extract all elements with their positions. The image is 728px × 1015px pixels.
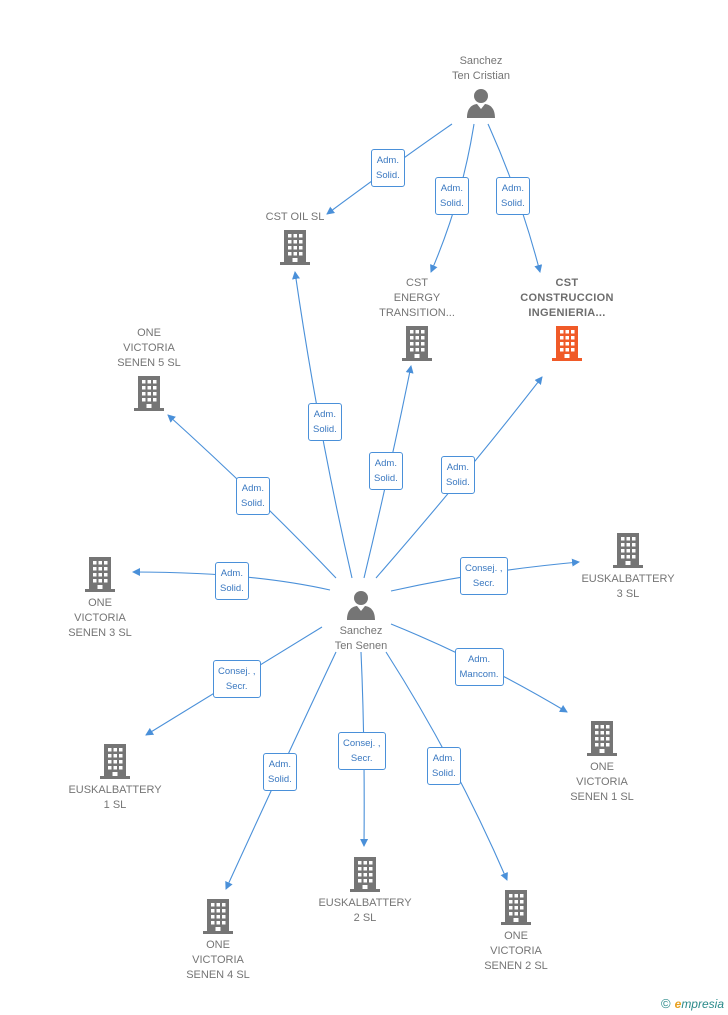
relation-badge[interactable]: Adm. Solid. [308,403,342,441]
relation-badge[interactable]: Adm. Solid. [427,747,461,785]
node-sanchez-ten-cristian[interactable]: Sanchez Ten Cristian [421,54,541,118]
relation-badge[interactable]: Adm. Solid. [496,177,530,215]
building-icon [100,744,130,779]
building-icon [134,376,164,411]
node-label: CST OIL SL [265,211,325,223]
relation-badge[interactable]: Adm. Solid. [371,149,405,187]
building-icon [587,721,617,756]
node-label: CST CONSTRUCCION INGENIERIA... [520,277,614,319]
relation-badge[interactable]: Adm. Solid. [263,753,297,791]
node-eb2[interactable]: EUSKALBATTERY 2 SL [305,856,425,926]
building-icon [85,557,115,592]
copyright-symbol: © [661,996,671,1011]
building-icon [501,890,531,925]
person-icon [347,591,375,620]
relation-badge[interactable]: Consej. , Secr. [213,660,261,698]
node-label: EUSKALBATTERY 2 SL [318,897,412,924]
brand-first-letter: e [674,997,682,1011]
node-label: CST ENERGY TRANSITION... [379,277,455,319]
node-label: ONE VICTORIA SENEN 3 SL [68,597,132,639]
relation-badge[interactable]: Adm. Solid. [369,452,403,490]
node-ovs3[interactable]: ONE VICTORIA SENEN 3 SL [45,556,155,641]
node-cst-oil[interactable]: CST OIL SL [235,210,355,265]
node-label: Sanchez Ten Senen [334,625,388,652]
relation-badge[interactable]: Adm. Solid. [215,562,249,600]
building-icon [552,326,582,361]
node-label: ONE VICTORIA SENEN 5 SL [117,327,181,369]
node-ovs1[interactable]: ONE VICTORIA SENEN 1 SL [547,720,657,805]
building-icon [203,899,233,934]
relation-badge[interactable]: Adm. Solid. [236,477,270,515]
node-ovs5[interactable]: ONE VICTORIA SENEN 5 SL [94,326,204,411]
relation-badge[interactable]: Adm. Mancom. [454,648,504,686]
node-eb3[interactable]: EUSKALBATTERY 3 SL [568,532,688,602]
brand-logo: ©empresia [661,996,724,1011]
brand-name: mpresia [681,997,724,1011]
node-label: ONE VICTORIA SENEN 1 SL [570,761,634,803]
node-sanchez-ten-senen[interactable]: Sanchez Ten Senen [301,590,421,654]
node-label: EUSKALBATTERY 1 SL [68,784,162,811]
node-cst-energy[interactable]: CST ENERGY TRANSITION... [357,276,477,361]
relation-badge[interactable]: Consej. , Secr. [338,732,386,770]
relation-badge[interactable]: Adm. Solid. [441,456,475,494]
building-icon [280,230,310,265]
relation-badge[interactable]: Consej. , Secr. [460,557,508,595]
node-label: EUSKALBATTERY 3 SL [581,573,675,600]
relation-badge[interactable]: Adm. Solid. [435,177,469,215]
node-eb1[interactable]: EUSKALBATTERY 1 SL [55,743,175,813]
building-icon [402,326,432,361]
node-cst-construccion[interactable]: CST CONSTRUCCION INGENIERIA... [502,276,632,361]
node-ovs2[interactable]: ONE VICTORIA SENEN 2 SL [461,889,571,974]
person-icon [467,89,495,118]
building-icon [613,533,643,568]
node-label: ONE VICTORIA SENEN 4 SL [186,939,250,981]
node-ovs4[interactable]: ONE VICTORIA SENEN 4 SL [163,898,273,983]
node-label: ONE VICTORIA SENEN 2 SL [484,930,548,972]
building-icon [350,857,380,892]
node-label: Sanchez Ten Cristian [451,55,511,82]
